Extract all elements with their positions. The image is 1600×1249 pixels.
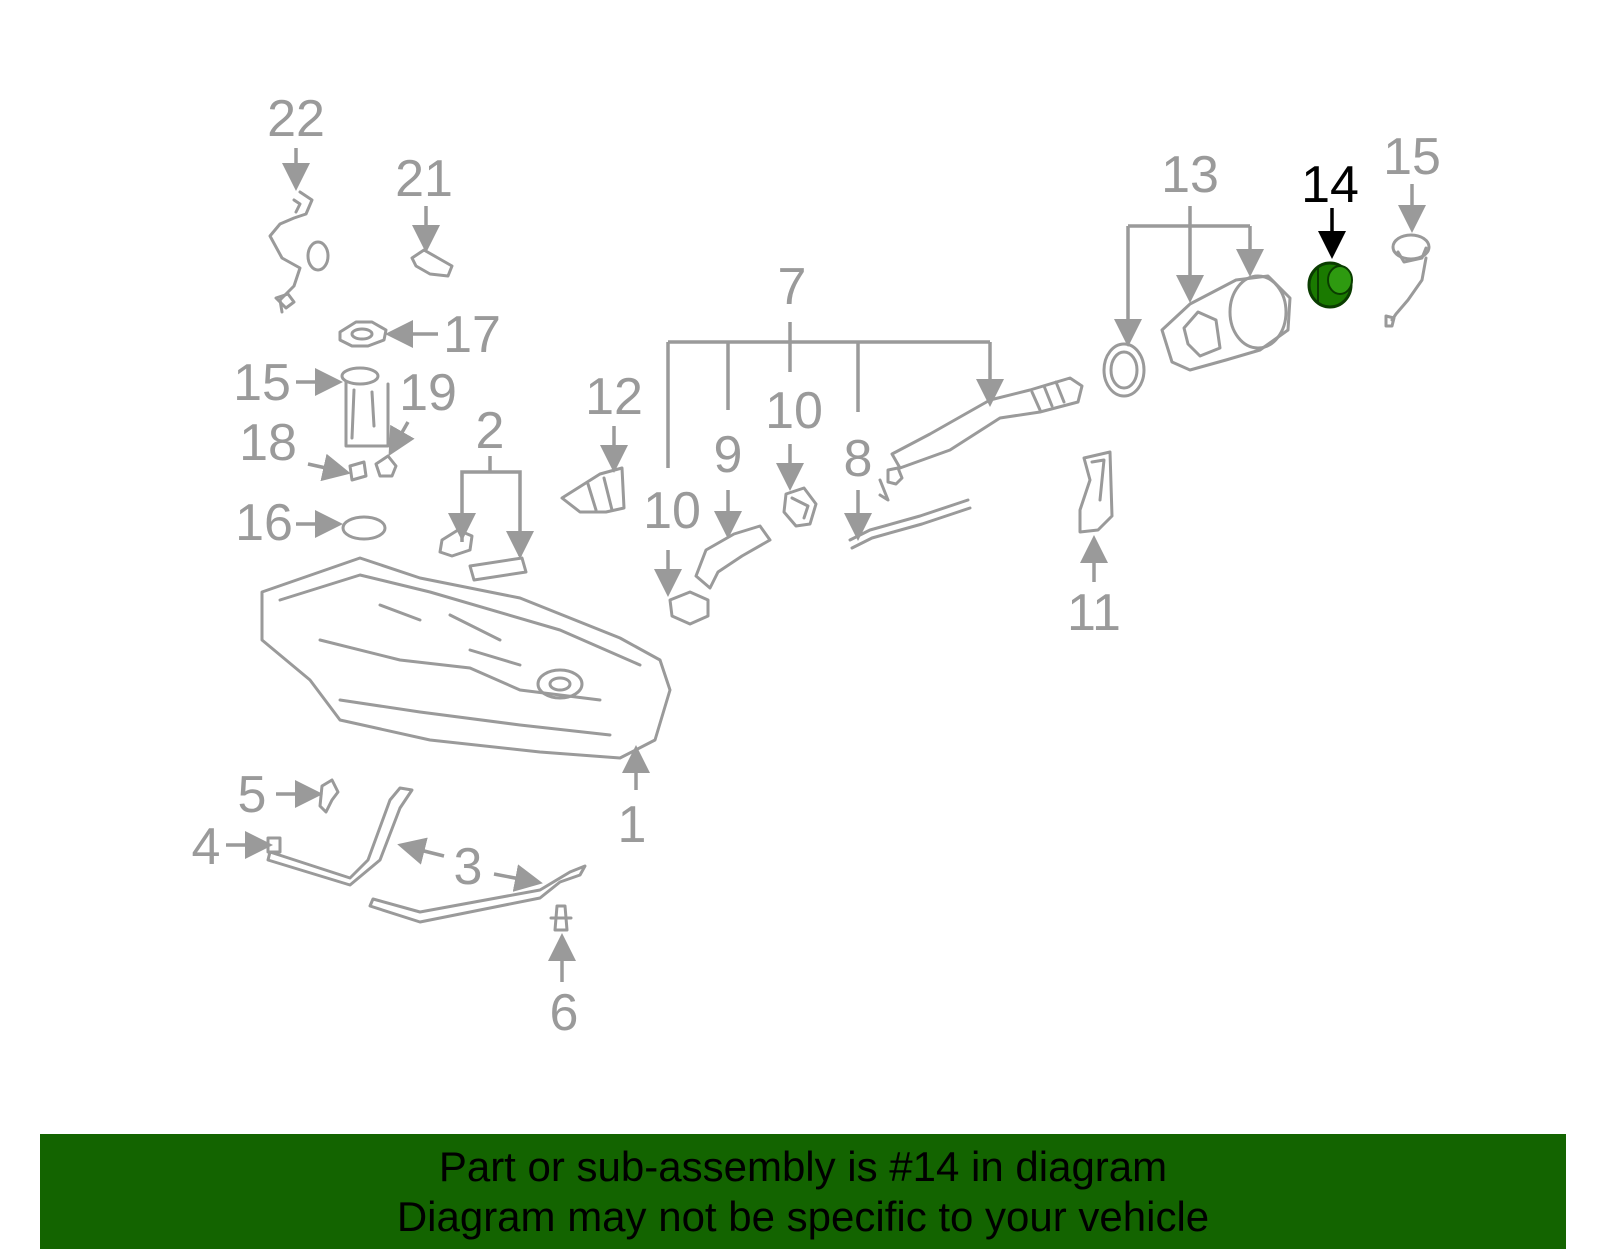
part-15-gas-cap (1384, 233, 1431, 328)
part-7-filler-pipe (878, 376, 1084, 502)
part-22-sending-unit (268, 190, 330, 314)
part-10-clamp-right (782, 486, 818, 528)
banner-line-2: Diagram may not be specific to your vehi… (396, 1193, 1210, 1240)
callout-11: 11 (1067, 584, 1121, 642)
part-14-highlighted (1307, 261, 1353, 309)
callout-10-left: 10 (643, 482, 701, 540)
callout-12: 12 (585, 368, 643, 426)
callout-1: 1 (618, 796, 647, 854)
part-19-fitting (348, 460, 368, 482)
part-8-vent-hose (848, 498, 972, 550)
callout-14-highlighted: 14 (1301, 156, 1359, 214)
part-3-straps (266, 786, 587, 924)
part-10-clamp-left (668, 590, 710, 626)
part-5-bolt (318, 778, 340, 814)
callout-7: 7 (778, 258, 807, 316)
callout-18: 17 (443, 306, 501, 364)
part-21-clip (410, 248, 454, 278)
part-12-shield (560, 466, 626, 514)
callout-5: 5 (238, 766, 267, 824)
leader-lines (226, 148, 1426, 982)
part-17-o-ring (341, 515, 387, 541)
part-4-clip (266, 836, 282, 854)
callout-3: 3 (454, 838, 483, 896)
part-11-bracket (1078, 450, 1114, 534)
callout-15: 15 (1383, 128, 1441, 186)
part-6-bolt (549, 904, 573, 932)
callout-19: 18 (239, 414, 297, 472)
callout-labels: 22 21 17 15 19 18 16 2 12 7 10 9 10 8 11… (192, 90, 1441, 1042)
part-16-fuel-pump (340, 366, 390, 448)
callout-21: 21 (395, 150, 453, 208)
callout-2: 2 (476, 402, 505, 460)
callout-6: 6 (550, 984, 579, 1042)
callout-4: 4 (192, 818, 221, 876)
banner-line-1: Part or sub-assembly is #14 in diagram (438, 1143, 1168, 1190)
callout-20: 19 (399, 364, 457, 422)
part-20-strainer (374, 454, 398, 478)
callout-10-right: 10 (765, 382, 823, 440)
callout-13: 13 (1161, 146, 1219, 204)
part-13-filler-housing (1102, 274, 1292, 398)
callout-22: 22 (267, 90, 325, 148)
part-1-fuel-tank (260, 556, 672, 760)
part-2-insulators (438, 528, 528, 582)
part-18-lock-ring (338, 320, 388, 348)
callout-17: 16 (235, 494, 293, 552)
callout-9: 9 (714, 426, 743, 484)
part-9-hose (694, 524, 772, 590)
callout-8: 8 (844, 430, 873, 488)
info-banner: Part or sub-assembly is #14 in diagram D… (40, 1134, 1566, 1249)
callout-16: 15 (233, 354, 291, 412)
